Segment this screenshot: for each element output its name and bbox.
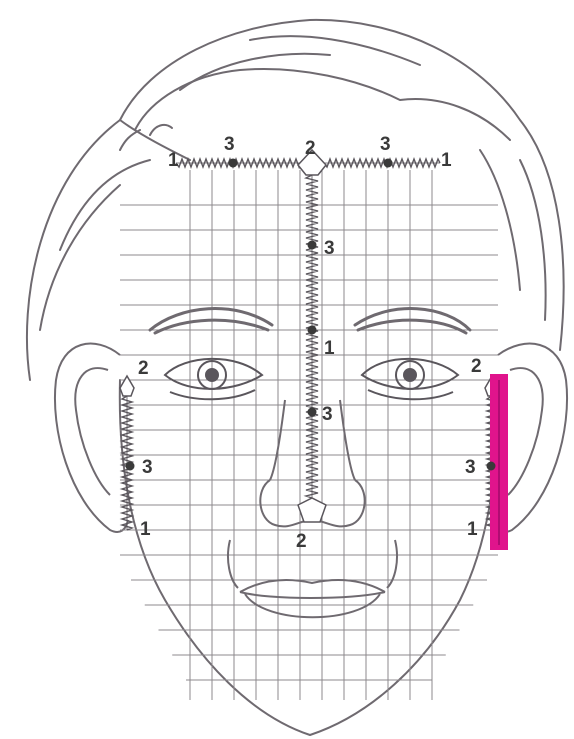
- label-top-right-1: 1: [441, 150, 452, 171]
- acupoint-marker: [308, 241, 317, 250]
- acupoint-marker: [384, 159, 393, 168]
- label-nose-3: 3: [322, 404, 333, 425]
- acupoint-marker: [229, 159, 238, 168]
- label-right-ear-1: 1: [467, 519, 478, 540]
- label-right-ear-3: 3: [465, 457, 476, 478]
- label-top-left-3: 3: [224, 134, 235, 155]
- acupoint-marker: [308, 408, 317, 417]
- label-right-ear-2: 2: [471, 356, 482, 377]
- label-left-ear-1: 1: [140, 519, 151, 540]
- label-left-ear-3: 3: [142, 457, 153, 478]
- label-nose-tip-2: 2: [296, 531, 307, 552]
- label-top-right-3: 3: [380, 134, 391, 155]
- label-top-center-2: 2: [305, 138, 316, 159]
- acupoint-marker: [308, 326, 317, 335]
- meridian-chains: [122, 159, 497, 530]
- left-ear: [55, 344, 128, 532]
- left-ear-needle-icon: [120, 376, 134, 396]
- left-eyebrow: [150, 309, 272, 333]
- right-eyebrow: [355, 309, 470, 333]
- label-left-ear-2: 2: [138, 358, 149, 379]
- label-top-left-1: 1: [168, 150, 179, 171]
- mouth: [228, 540, 397, 617]
- acupoint-marker: [126, 462, 135, 471]
- label-forehead-3: 3: [324, 238, 335, 259]
- label-nose-bridge-1: 1: [324, 338, 335, 359]
- acupoint-marker: [487, 462, 496, 471]
- left-eye: [165, 359, 262, 399]
- face-outline: [120, 380, 498, 735]
- hair: [27, 20, 564, 380]
